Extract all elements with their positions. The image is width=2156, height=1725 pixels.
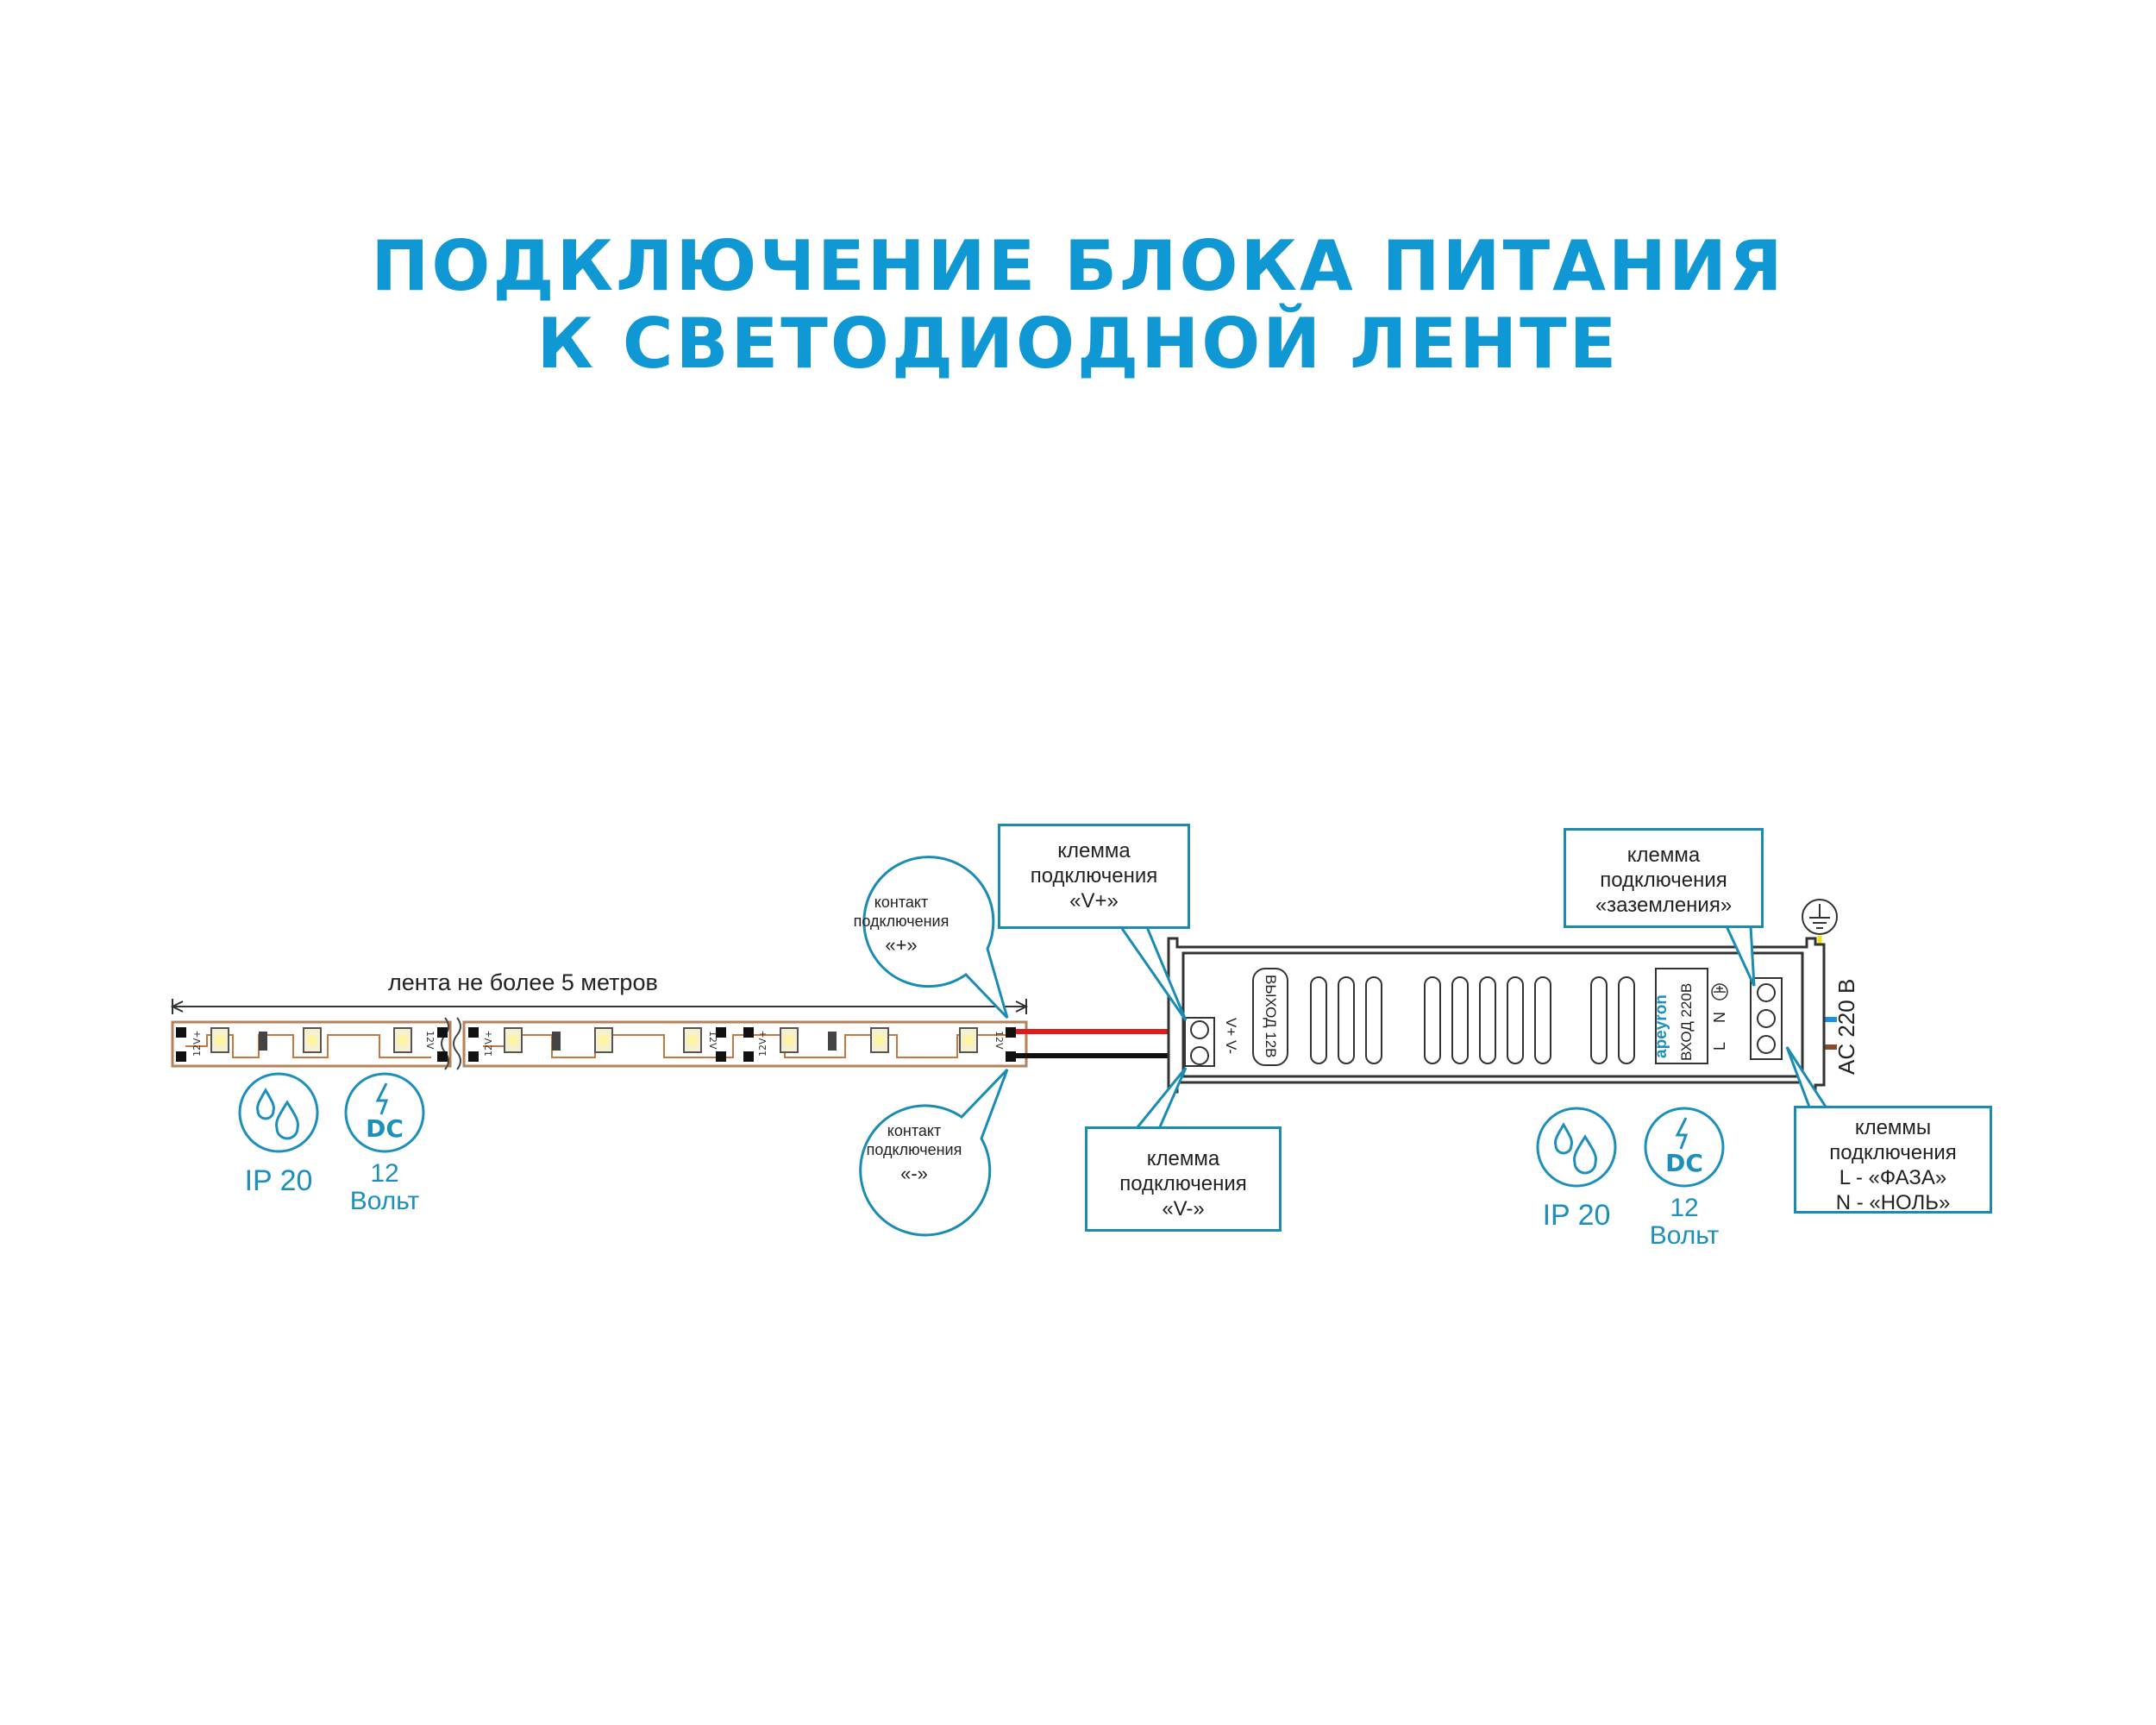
vent-slots — [1310, 976, 1635, 1064]
callout-phase-line1: клеммы — [1854, 1116, 1932, 1139]
callout-ground-line3: «заземления» — [1595, 894, 1733, 917]
segment-mark: 12V+ — [191, 1030, 203, 1057]
segment-mark: 12V — [993, 1031, 1005, 1050]
contact-minus-line1: контакт — [887, 1122, 942, 1139]
contact-bubbles — [859, 856, 1009, 1237]
voltage-right-unit: Вольт — [1649, 1221, 1720, 1250]
dc-wires — [1016, 1029, 1187, 1058]
dc-power-icon: DC — [344, 1072, 425, 1153]
callout-vminus-line3: «V-» — [1162, 1197, 1205, 1220]
dc-label: DC — [366, 1114, 404, 1143]
voltage-left-value: 12 — [370, 1159, 399, 1188]
led-strip: 12V+ 12V 12V+ 12V 12V+ 12V — [170, 999, 1029, 1070]
callout-ground-line1: клемма — [1626, 844, 1701, 867]
callout-vplus-line1: клемма — [1057, 839, 1131, 862]
voltage-left-unit: Вольт — [349, 1187, 420, 1215]
voltage-right-value: 12 — [1670, 1194, 1699, 1222]
segment-mark: 12V — [707, 1031, 718, 1050]
dc-label: DC — [1665, 1149, 1703, 1177]
callout-vplus-line3: «V+» — [1069, 889, 1119, 913]
contact-plus-line1: контакт — [874, 894, 929, 911]
contact-minus-symbol: «-» — [900, 1163, 928, 1184]
voltage-left: 12 Вольт — [324, 1160, 445, 1215]
water-drops-icon — [238, 1072, 319, 1153]
ground-icon — [1802, 899, 1838, 935]
callout-vminus: клемма подключения «V-» — [1085, 1126, 1282, 1232]
brand-logo: apeyron — [1652, 994, 1670, 1058]
callout-vminus-line1: клемма — [1146, 1147, 1220, 1170]
segment-mark: 12V — [424, 1031, 436, 1050]
callout-phase-neutral: клеммы подключения L - «ФАЗА» N - «НОЛЬ» — [1794, 1106, 1992, 1214]
input-pin-n: N — [1711, 1012, 1728, 1023]
dc-power-icon: DC — [1644, 1107, 1725, 1188]
contact-plus-label: контакт подключения «+» — [828, 893, 975, 955]
page-title-line-1: ПОДКЛЮЧЕНИЕ БЛОКА ПИТАНИЯ — [371, 226, 1785, 306]
ground-small-icon — [1711, 983, 1728, 1000]
callout-pointers — [1119, 925, 1833, 1138]
output-pins: V+ V- — [1223, 1018, 1239, 1054]
callout-vplus-line2: подключения — [1030, 864, 1158, 888]
voltage-right: 12 Вольт — [1624, 1195, 1745, 1250]
input-label: ВХОД 220В — [1678, 983, 1695, 1061]
contact-minus-line2: подключения — [866, 1141, 962, 1158]
callout-ground: клемма подключения «заземления» — [1564, 828, 1764, 928]
callout-phase-line4: N - «НОЛЬ» — [1835, 1191, 1951, 1214]
ip-rating-right: IP 20 — [1542, 1199, 1611, 1232]
contact-minus-label: контакт подключения «-» — [841, 1121, 987, 1183]
callout-phase-line2: подключения — [1829, 1141, 1957, 1164]
segment-mark: 12V+ — [483, 1030, 494, 1057]
segment-mark: 12V+ — [757, 1030, 768, 1057]
strip-length-label: лента не более 5 метров — [388, 969, 658, 995]
page-title-line-2: К СВЕТОДИОДНОЙ ЛЕНТЕ — [536, 304, 1620, 384]
power-supply: ВЫХОД 12В V+ V- apeyron ВХОД 220В L N — [1167, 937, 1859, 1094]
contact-plus-line2: подключения — [853, 913, 950, 930]
ip-rating-left: IP 20 — [244, 1164, 313, 1197]
output-label: ВЫХОД 12В — [1263, 975, 1279, 1058]
water-drops-icon — [1536, 1107, 1617, 1188]
callout-ground-line2: подключения — [1600, 869, 1727, 892]
callout-vminus-line2: подключения — [1119, 1172, 1247, 1195]
ac-label: AC 220 В — [1833, 979, 1859, 1075]
input-pin-l: L — [1711, 1042, 1728, 1051]
callout-phase-line3: L - «ФАЗА» — [1839, 1166, 1947, 1189]
contact-plus-symbol: «+» — [885, 934, 918, 956]
callout-vplus: клемма подключения «V+» — [998, 824, 1190, 929]
